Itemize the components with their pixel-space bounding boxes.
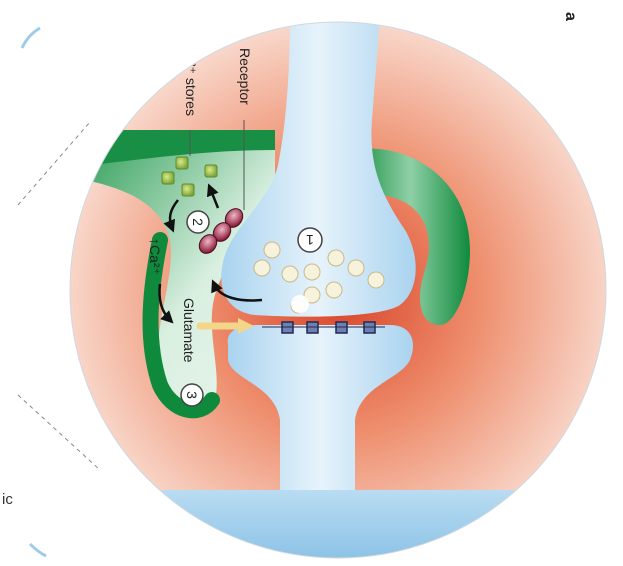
zoom-line-bottom	[18, 395, 100, 470]
magnified-circle: 1 2 3 Receptor Ca²⁺ stores ↑Ca²⁺ Glutama…	[60, 15, 620, 566]
label-glutamate: Glutamate	[181, 298, 197, 363]
zoom-line-top	[18, 122, 90, 205]
label-ca-rise: ↑Ca²⁺	[147, 238, 163, 275]
outer-arc-fragment	[22, 28, 40, 48]
panel-label: a	[562, 12, 579, 21]
svg-text:1: 1	[306, 232, 314, 248]
step-1-marker: 1	[298, 228, 322, 252]
label-ca-stores: Ca²⁺ stores	[183, 44, 199, 116]
release-glow	[291, 295, 309, 313]
svg-text:2: 2	[190, 218, 206, 226]
step-3-marker: 3	[181, 384, 203, 406]
svg-text:3: 3	[184, 391, 200, 399]
bottom-band	[60, 490, 620, 566]
outer-arc-fragment-bottom	[30, 544, 46, 556]
step-2-marker: 2	[187, 211, 209, 233]
label-receptor: Receptor	[237, 48, 253, 105]
side-text-fragment: ic	[2, 491, 13, 508]
